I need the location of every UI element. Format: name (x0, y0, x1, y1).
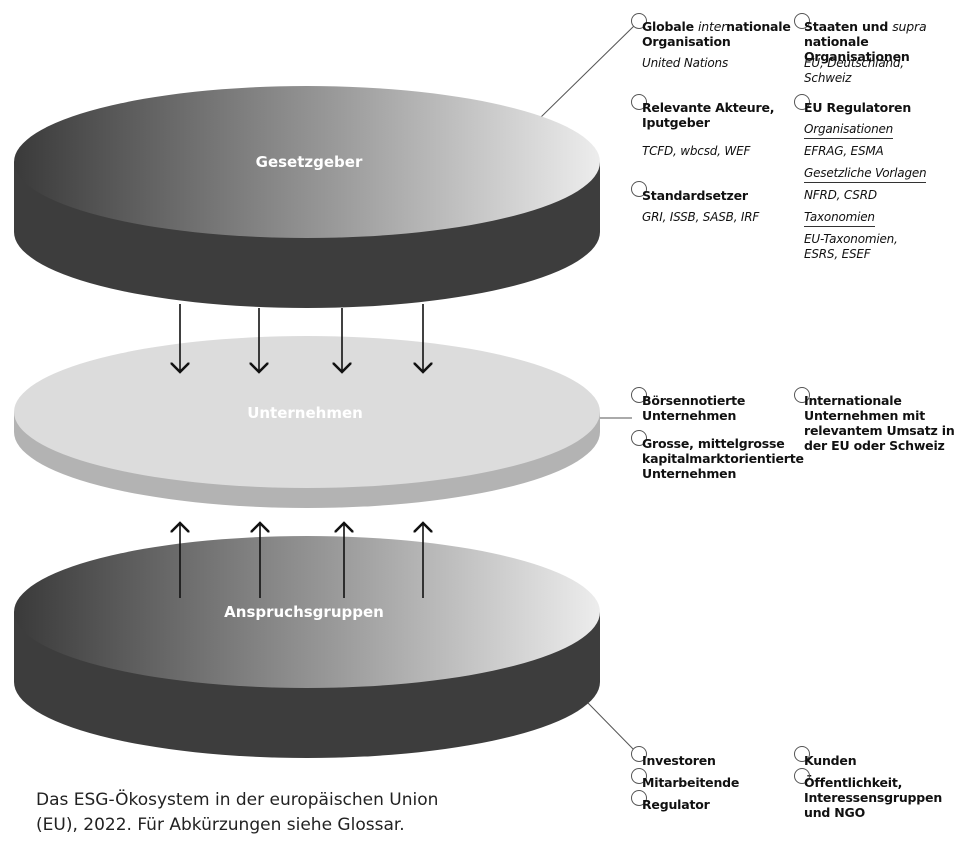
figure-caption: Das ESG-Ökosystem in der europäischen Un… (36, 790, 439, 835)
bullet-circle (794, 13, 810, 29)
disk-anspruchsgruppen (14, 536, 600, 758)
bullet-circle (794, 94, 810, 110)
eu-tax-sub: EU-Taxonomien, ESRS, ESEF (804, 232, 898, 261)
bullet-circle (631, 790, 647, 806)
regulator-label: Regulator (642, 797, 710, 812)
bullet-circle (794, 768, 810, 784)
states-sub: EU, Deutschland, Schweiz (804, 56, 904, 85)
connector-line-bottom (587, 702, 637, 753)
eu-legal-sub: NFRD, CSRD (804, 188, 877, 202)
disk-label-gesetzgeber: Gesetzgeber (256, 153, 363, 171)
employees-label: Mitarbeitende (642, 775, 740, 790)
disk-gesetzgeber (14, 86, 600, 308)
states-title-italic: supra (892, 19, 927, 34)
actors-title: Relevante Akteure, Iputgeber (642, 100, 775, 130)
bullet-circle (631, 430, 647, 446)
eu-regulators-title: EU Regulatoren (804, 100, 912, 115)
public-label: Öffentlichkeit, Interessensgruppen und N… (804, 775, 943, 820)
customers-label: Kunden (804, 753, 857, 768)
bullet-circle (631, 768, 647, 784)
disk-unternehmen (14, 336, 600, 508)
eu-org-label: Organisationen (804, 122, 893, 139)
eu-org-sub: EFRAG, ESMA (804, 144, 884, 158)
global-org-title-italic: inter (698, 19, 727, 34)
large-companies: Grosse, mittelgrosse kapitalmarktorienti… (642, 436, 804, 481)
standards-sub: GRI, ISSB, SASB, IRF (642, 210, 760, 224)
eu-tax-label: Taxonomien (804, 210, 875, 227)
actors-sub: TCFD, wbcsd, WEF (642, 144, 751, 158)
listed-companies: Börsennotierte Unternehmen (642, 393, 746, 423)
bullet-circle (631, 746, 647, 762)
international-companies: Internationale Unternehmen mit relevante… (804, 393, 955, 453)
connector-line-top (539, 23, 637, 119)
bullet-circle (631, 94, 647, 110)
bullet-circle (631, 181, 647, 197)
investors-label: Investoren (642, 753, 716, 768)
global-org-title: Globale internationale Organisation (642, 19, 791, 49)
disk-label-unternehmen: Unternehmen (247, 404, 363, 422)
bullet-circle (631, 13, 647, 29)
disk-label-anspruchsgruppen: Anspruchsgruppen (224, 603, 384, 621)
bullet-circle (794, 387, 810, 403)
bullet-circle (794, 746, 810, 762)
standards-title: Standardsetzer (642, 188, 748, 203)
global-org-sub: United Nations (642, 56, 729, 70)
states-title: Staaten und supra nationale Organisation… (804, 19, 927, 64)
bullet-circle (631, 387, 647, 403)
eu-legal-label: Gesetzliche Vorlagen (804, 166, 927, 183)
